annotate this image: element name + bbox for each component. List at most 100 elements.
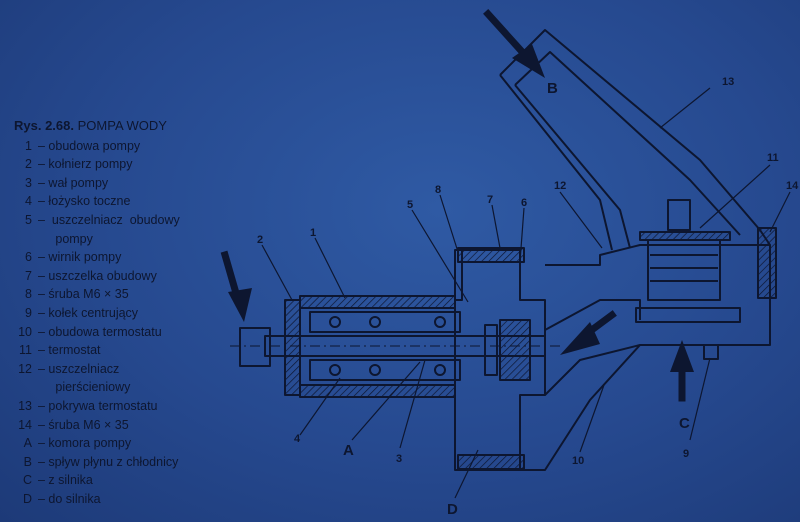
callout-1: 1 xyxy=(310,227,316,239)
legend-key: 14 xyxy=(18,417,32,432)
callout-4: 4 xyxy=(294,433,301,445)
dowel-pin xyxy=(703,344,719,360)
legend-item: 12 – uszczelniacz xyxy=(14,360,180,379)
legend-text: – śruba M6 × 35 xyxy=(38,417,129,432)
pump-housing-top xyxy=(299,295,456,309)
thermostat-body xyxy=(647,240,721,301)
callout-14: 14 xyxy=(786,180,799,192)
arrow-head-a xyxy=(560,322,600,355)
legend-text: – łożysko toczne xyxy=(38,194,131,209)
legend-key: 13 xyxy=(18,398,32,413)
screw-m6-bottom xyxy=(457,454,525,470)
legend-key: 1 xyxy=(25,138,32,153)
legend-text: pierścieniowy xyxy=(38,380,131,395)
legend-key: 5 xyxy=(25,212,32,227)
legend-item: 13 – pokrywa termostatu xyxy=(14,397,180,416)
legend-text: – termostat xyxy=(38,343,101,358)
screw-m6-top xyxy=(457,247,525,263)
thermostat-valve xyxy=(635,307,741,323)
bearing-bottom xyxy=(309,359,461,381)
legend-item: 5 – uszczelniacz obudowy xyxy=(14,211,180,230)
pump-housing-bottom xyxy=(299,384,456,398)
legend-text: – obudowa termostatu xyxy=(38,324,162,339)
callout-13: 13 xyxy=(722,76,734,88)
callout-8: 8 xyxy=(435,184,441,196)
callouts: 1 2 3 4 5 6 7 8 9 10 11 12 13 14 A B C D xyxy=(257,76,799,518)
leader-lines xyxy=(261,87,791,499)
legend-item: 4 – łożysko toczne xyxy=(14,192,180,211)
legend-item: pompy xyxy=(14,230,180,249)
legend-text: – obudowa pompy xyxy=(38,138,141,153)
legend-key: 2 xyxy=(25,157,32,172)
legend-text: – wał pompy xyxy=(38,175,109,190)
pump-impeller xyxy=(499,319,531,381)
callout-b: B xyxy=(547,80,558,97)
legend-item: B – spływ płynu z chłodnicy xyxy=(14,453,180,472)
legend-item: C – z silnika xyxy=(14,471,180,490)
legend-key: 6 xyxy=(25,250,32,265)
legend-text: – kołnierz pompy xyxy=(38,157,133,172)
legend-text: – z silnika xyxy=(38,473,93,488)
pump-section xyxy=(230,29,777,471)
bearing-top xyxy=(309,311,461,333)
legend-item: 10 – obudowa termostatu xyxy=(14,323,180,342)
legend-item: 6 – wirnik pompy xyxy=(14,248,180,267)
callout-11: 11 xyxy=(767,152,779,164)
callout-d: D xyxy=(447,501,458,518)
figure-caption: Rys. 2.68. POMPA WODY xyxy=(14,117,180,136)
legend-item: 7 – uszczelka obudowy xyxy=(14,267,180,286)
callout-3: 3 xyxy=(396,453,402,465)
legend-key: 7 xyxy=(25,268,32,283)
legend-item: 8 – śruba M6 × 35 xyxy=(14,285,180,304)
callout-12: 12 xyxy=(554,180,566,192)
thermostat-housing xyxy=(520,244,771,471)
screw-m6-cover xyxy=(757,227,777,299)
callout-2: 2 xyxy=(257,234,263,246)
legend-key: 11 xyxy=(19,343,32,358)
legend-key: C xyxy=(22,473,32,488)
legend-text: pompy xyxy=(38,231,93,246)
callout-a: A xyxy=(343,442,354,459)
legend-key: 8 xyxy=(25,287,32,302)
arrow-head-b xyxy=(512,44,545,78)
legend-item: 2 – kołnierz pompy xyxy=(14,155,180,174)
legend-key: D xyxy=(22,491,32,506)
legend-key: B xyxy=(23,454,32,469)
arrow-shaft-b xyxy=(483,9,530,60)
legend-text: – uszczelniacz obudowy xyxy=(38,212,180,227)
legend-text: – śruba M6 × 35 xyxy=(38,287,129,302)
legend-key: 10 xyxy=(18,324,32,339)
legend-text: – uszczelniacz xyxy=(38,361,120,376)
legend-text: – wirnik pompy xyxy=(38,250,122,265)
legend-rows: 1 – obudowa pompy 2 – kołnierz pompy 3 – wał … xyxy=(14,137,180,509)
legend-text: – uszczelka obudowy xyxy=(38,268,157,283)
legend-key: 9 xyxy=(25,305,32,320)
legend-text: – kołek centrujący xyxy=(38,305,139,320)
legend-key: 3 xyxy=(25,175,32,190)
pump-flange xyxy=(284,299,301,396)
callout-10: 10 xyxy=(572,455,584,467)
legend-key: A xyxy=(23,436,32,451)
flow-arrows xyxy=(220,9,694,402)
legend-item: 14 – śruba M6 × 35 xyxy=(14,416,180,435)
legend-text: – pokrywa termostatu xyxy=(38,398,158,413)
legend-key: 12 xyxy=(18,361,32,376)
housing-seal xyxy=(484,324,498,376)
callout-7: 7 xyxy=(487,194,493,206)
legend-item: 11 – termostat xyxy=(14,341,180,360)
shaft-end xyxy=(239,327,271,367)
callout-c: C xyxy=(679,415,690,432)
arrow-head-c xyxy=(670,340,694,372)
legend-text: – do silnika xyxy=(38,491,101,506)
caption-title: POMPA WODY xyxy=(77,118,167,133)
legend-item: A– komora pompy xyxy=(14,434,180,453)
legend-item: 3 – wał pompy xyxy=(14,174,180,193)
callout-9: 9 xyxy=(683,448,689,460)
legend-key: 4 xyxy=(25,194,32,209)
legend-text: – spływ płynu z chłodnicy xyxy=(38,454,179,469)
arrow-head-left xyxy=(228,288,252,322)
legend-item: 9 – kołek centrujący xyxy=(14,304,180,323)
